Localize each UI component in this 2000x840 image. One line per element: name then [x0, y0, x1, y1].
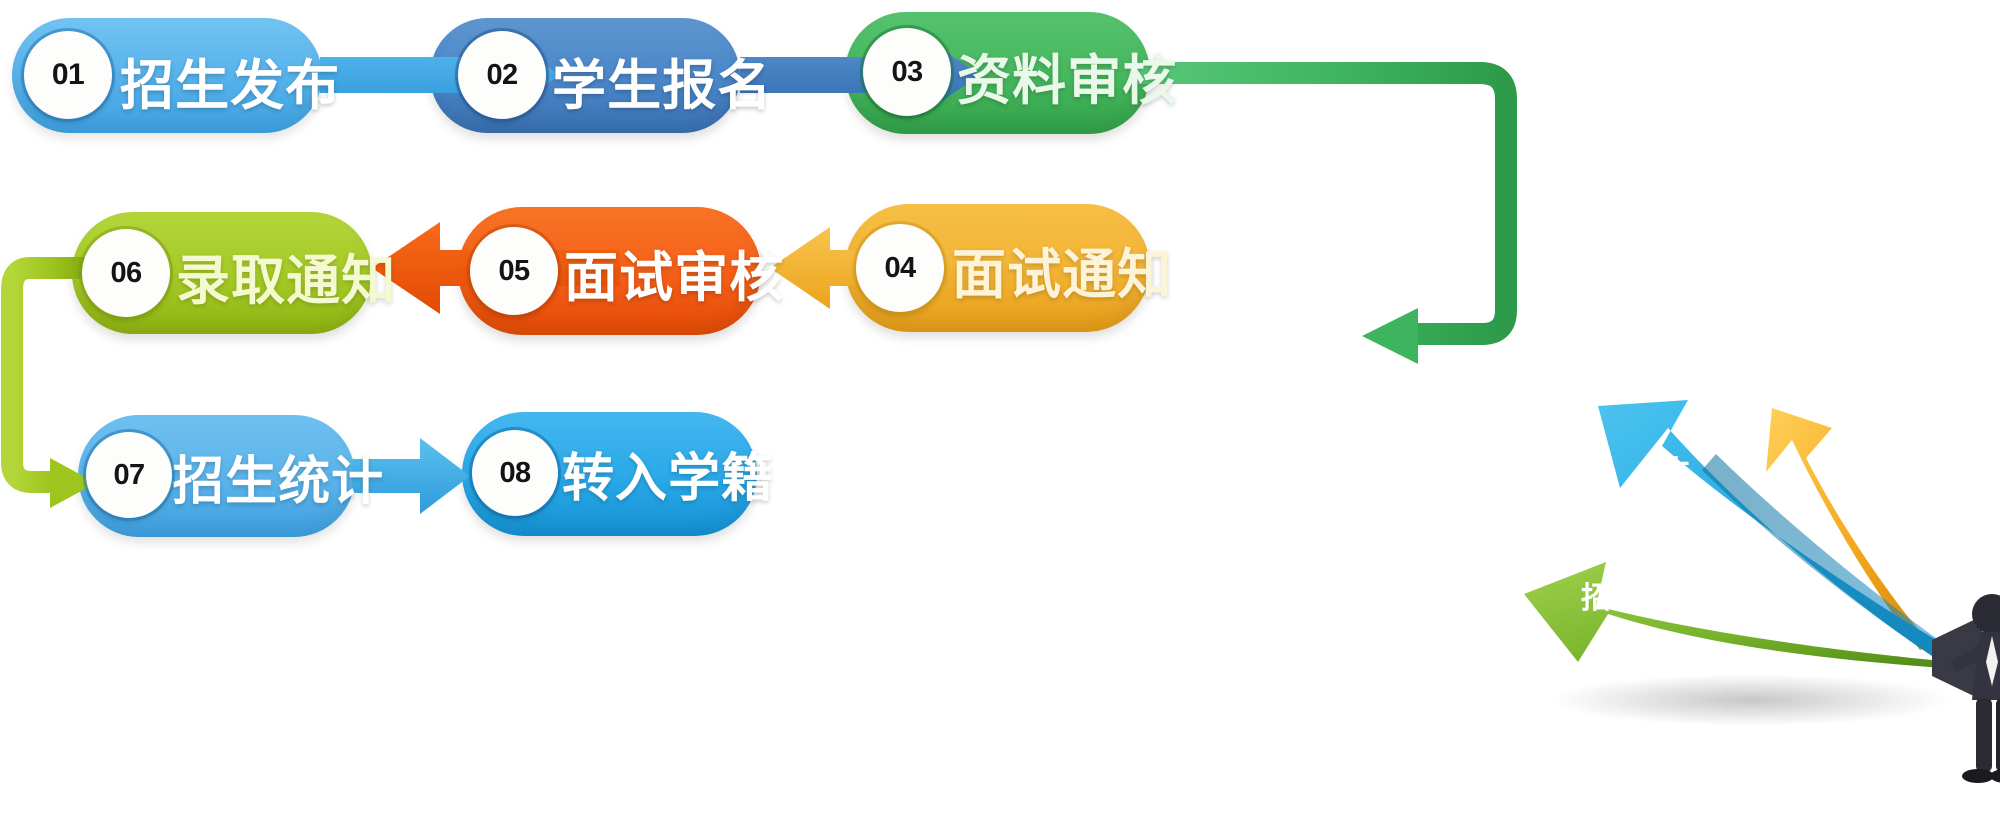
step-pill-04[interactable]: 04 面试通知 — [845, 204, 1171, 332]
step-label-05: 面试审核 — [564, 248, 785, 308]
step-pill-01[interactable]: 01 招生发布 — [12, 18, 339, 133]
step-pill-08[interactable]: 08 转入学籍 — [462, 412, 773, 536]
step-pill-05[interactable]: 05 面试审核 — [458, 207, 783, 335]
step-badge-06: 06 — [82, 229, 170, 317]
step-badge-04: 04 — [856, 224, 944, 312]
step-pill-06[interactable]: 06 录取通知 — [72, 212, 395, 334]
ground-shadow — [1550, 674, 1950, 726]
step-number-06: 06 — [110, 256, 142, 289]
person-figure — [1950, 594, 2000, 783]
green-arrow-label: 招 — [1581, 582, 1611, 615]
step-number-04: 04 — [884, 251, 916, 284]
step-label-07: 招生统计 — [172, 453, 385, 511]
step-badge-03: 03 — [863, 28, 951, 116]
step-label-03: 资料审核 — [957, 51, 1178, 111]
step-pill-07[interactable]: 07 招生统计 — [78, 415, 383, 537]
step-label-01: 招生发布 — [120, 56, 341, 116]
green-ribbon-arrow: 招 — [1524, 562, 1954, 668]
step-pill-03[interactable]: 03 资料审核 — [845, 12, 1176, 134]
step-label-04: 面试通知 — [952, 245, 1173, 305]
step-badge-08: 08 — [472, 430, 558, 516]
step-label-02: 学生报名 — [552, 56, 773, 116]
step-label-06: 录取通知 — [176, 251, 397, 311]
step-number-07: 07 — [113, 458, 145, 491]
step-number-08: 08 — [499, 456, 531, 489]
step-badge-05: 05 — [470, 227, 558, 315]
blue-ribbon-arrow: 生 — [1598, 400, 1950, 656]
blue-arrow-label: 生 — [1661, 456, 1691, 489]
connector-03-to-04 — [1129, 62, 1517, 364]
step-badge-07: 07 — [86, 432, 172, 518]
megaphone-arrows-illustration: 生 招 — [1524, 400, 2000, 783]
step-number-02: 02 — [486, 58, 518, 91]
step-badge-01: 01 — [24, 31, 112, 119]
step-number-03: 03 — [891, 55, 923, 88]
step-badge-02: 02 — [458, 31, 546, 119]
orange-ribbon-arrow — [1766, 408, 1932, 650]
step-number-01: 01 — [51, 58, 85, 91]
step-pill-02[interactable]: 02 学生报名 — [430, 18, 771, 133]
step-label-08: 转入学籍 — [562, 450, 775, 508]
step-number-05: 05 — [498, 254, 530, 287]
